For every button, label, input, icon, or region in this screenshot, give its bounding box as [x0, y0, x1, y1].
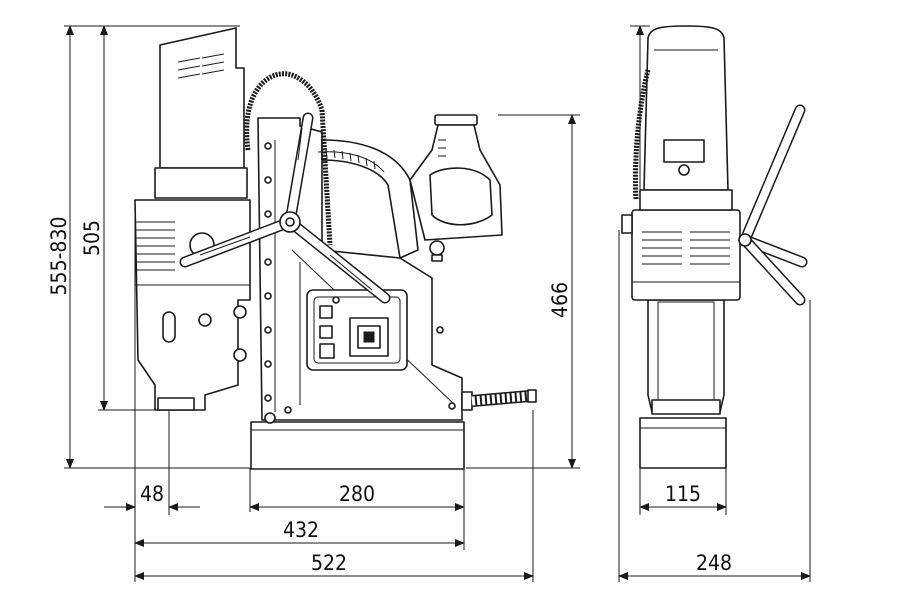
front-slot: [162, 311, 176, 343]
dimension-lines: [64, 25, 811, 582]
side-capstan-handles: [738, 104, 808, 306]
dim-label-248: 248: [696, 551, 732, 575]
dim-label-432: 432: [283, 518, 319, 542]
front-magnet-base: [250, 421, 465, 470]
dim-label-115: 115: [665, 482, 701, 506]
dim-label-48: 48: [140, 482, 164, 506]
front-switch-box: [349, 317, 389, 357]
dim-label-555-830: 555-830: [47, 217, 71, 296]
front-power-cable: [461, 389, 537, 411]
side-view: [621, 25, 808, 469]
dim-label-280: 280: [339, 482, 375, 506]
front-capstan-handles: [179, 112, 391, 304]
front-coolant-tank: [409, 114, 503, 262]
front-gearbox-fins: [135, 221, 175, 271]
front-gearbox: [134, 199, 251, 411]
side-gearbox-fins: [642, 231, 730, 265]
side-lower-slide: [647, 299, 725, 413]
dim-label-522: 522: [311, 551, 347, 575]
front-motor-vents: [177, 53, 225, 79]
side-cable: [633, 69, 651, 201]
front-cable-lower: [319, 109, 333, 246]
dimension-labels: 555-830 505 466 48 280 432 522 115 248: [47, 217, 732, 575]
front-column-screws: [264, 142, 456, 424]
front-view: [134, 27, 537, 470]
front-motor-housing: [159, 27, 245, 169]
side-magnet-base: [639, 417, 727, 469]
side-gearbox: [631, 209, 741, 301]
front-cable: [244, 71, 325, 151]
dim-label-505: 505: [80, 220, 104, 256]
dim-label-466: 466: [548, 282, 572, 318]
front-upper-arm: [321, 139, 419, 259]
front-arm-ribs: [325, 149, 376, 170]
